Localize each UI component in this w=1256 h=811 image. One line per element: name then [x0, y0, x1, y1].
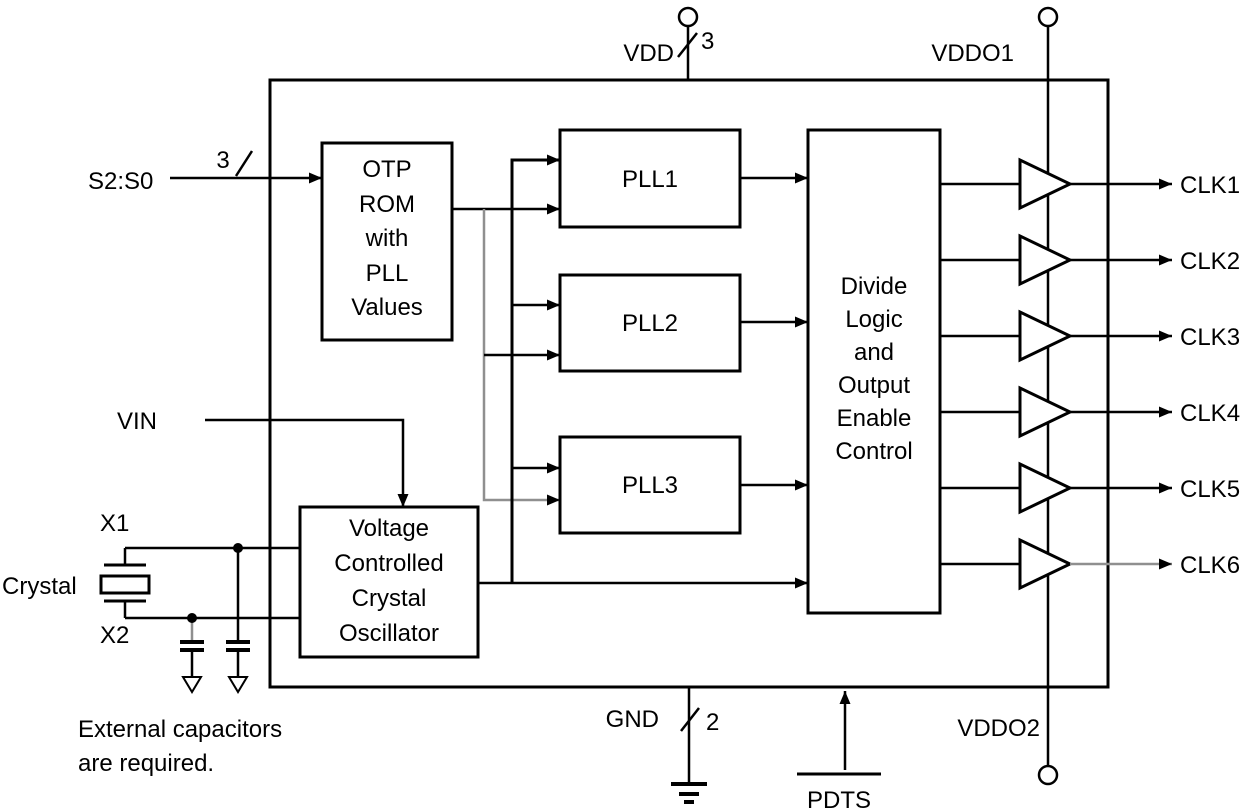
divide-logic-block — [806, 128, 942, 615]
gnd-bus-width: 2 — [706, 709, 719, 736]
divide-logic-text: and — [854, 339, 894, 366]
pll3-text: PLL3 — [622, 472, 678, 499]
divide-logic-text: Control — [835, 438, 912, 465]
otp-rom-block — [320, 141, 454, 342]
x1-junction-dot — [233, 543, 243, 553]
vcxo-text: Controlled — [334, 550, 443, 577]
divide-logic-text: Logic — [845, 306, 902, 333]
cap-a-ground-arrow-icon — [181, 676, 203, 694]
otp-rom-text: OTP — [362, 156, 411, 183]
otp-bus-wire — [482, 209, 560, 506]
buffer-triangle-icon — [1018, 233, 1074, 287]
crystal-body-icon — [99, 574, 151, 595]
vcxo-text: Voltage — [349, 515, 429, 542]
vin-pin-label: VIN — [117, 408, 157, 435]
vddo2-terminal-icon — [1037, 764, 1059, 786]
divide-logic-text: Enable — [837, 405, 912, 432]
pll2-block — [558, 273, 742, 373]
pdts-pin-label: PDTS — [807, 787, 871, 811]
vcxo-bus-wire — [510, 154, 560, 583]
vdd-bus-width: 3 — [701, 28, 714, 55]
divide-logic-text: Divide — [841, 273, 908, 300]
clk6-pin-label: CLK6 — [1180, 552, 1240, 579]
note-line-1: External capacitors — [78, 716, 282, 743]
crystal-label: Crystal — [2, 573, 77, 600]
clk1-pin-label: CLK1 — [1180, 172, 1240, 199]
otp-rom-text: PLL — [366, 260, 409, 287]
s2s0-bus-width: 3 — [216, 147, 229, 174]
divide-logic-text: Output — [838, 372, 910, 399]
gnd-bus-slash-icon — [680, 707, 700, 732]
buffer-triangle-icon — [1018, 385, 1074, 439]
clk2-pin-label: CLK2 — [1180, 248, 1240, 275]
cap-b-ground-arrow-icon — [227, 676, 249, 694]
pll2-text: PLL2 — [622, 310, 678, 337]
s2s0-bus-slash-icon — [234, 150, 254, 177]
x2-junction-dot — [187, 613, 197, 623]
vdd-pin-label: VDD — [623, 40, 674, 67]
vcxo-text: Crystal — [352, 585, 427, 612]
otp-rom-text: Values — [351, 294, 423, 321]
vcxo-text: Oscillator — [339, 620, 439, 647]
clk4-pin-label: CLK4 — [1180, 400, 1240, 427]
x1-pin-label: X1 — [100, 510, 129, 537]
clk3-pin-label: CLK3 — [1180, 324, 1240, 351]
gnd-pin-label: GND — [606, 706, 659, 733]
vddo1-terminal-icon — [1037, 6, 1059, 28]
vddo2-pin-label: VDDO2 — [957, 715, 1040, 742]
buffer-triangle-icon — [1018, 537, 1074, 591]
pll1-text: PLL1 — [622, 166, 678, 193]
buffer-triangle-icon — [1018, 309, 1074, 363]
vddo1-pin-label: VDDO1 — [931, 40, 1014, 67]
otp-rom-text: with — [365, 225, 409, 252]
vdd-terminal-icon — [677, 6, 699, 28]
s2s0-pin-label: S2:S0 — [88, 168, 153, 195]
x2-pin-label: X2 — [100, 622, 129, 649]
vin-wire — [205, 418, 409, 507]
pll1-block — [558, 128, 742, 229]
clk5-pin-label: CLK5 — [1180, 476, 1240, 503]
buffer-triangle-icon — [1018, 157, 1074, 211]
vcxo-block — [298, 505, 480, 659]
buffer-triangle-icon — [1018, 461, 1074, 515]
otp-rom-text: ROM — [359, 191, 415, 218]
vdd-bus-slash-icon — [677, 32, 698, 58]
note-line-2: are required. — [78, 750, 214, 777]
